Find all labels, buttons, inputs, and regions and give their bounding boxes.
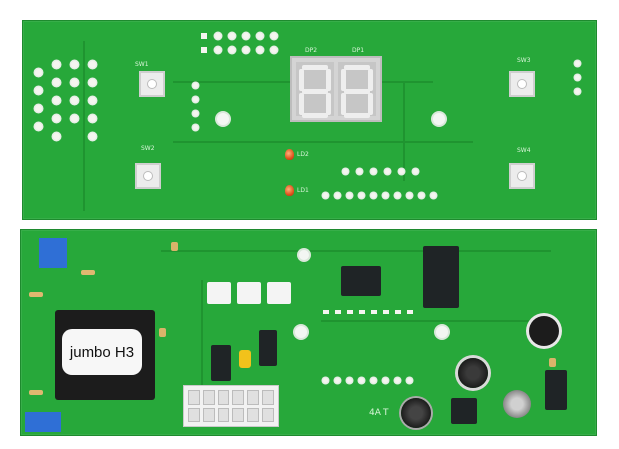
tantalum-capacitor [239,350,251,368]
tact-switch-sw3[interactable] [509,71,535,97]
ceramic-capacitor [549,358,556,367]
wire-connector [183,385,279,427]
switch-label-sw2: SW2 [141,145,155,152]
crystal-oscillator [401,398,431,428]
power-transistor [259,330,277,366]
ceramic-capacitor [171,242,178,251]
diode-bridge [451,398,477,424]
optocoupler [237,282,261,304]
led-ld2 [285,149,294,160]
power-board: jumbo H3 4A T [20,229,597,436]
led-ld1 [285,185,294,196]
fuse-type-label: T [383,408,389,418]
electrolytic-capacitor [458,358,488,388]
display-label-dp1: DP1 [352,47,365,54]
optocoupler [267,282,291,304]
mounting-hole [299,250,309,260]
ic-chip [341,266,381,296]
mounting-hole [436,326,448,338]
switch-label-sw3: SW3 [517,57,531,64]
resistor [81,270,95,275]
fuse-rating-label: 4A [369,408,381,418]
display-digit [296,62,334,118]
voltage-regulator [545,370,567,410]
control-board: DP2 DP1 SW1 SW2 SW3 SW4 LD2 LD1 [22,20,597,220]
ceramic-capacitor [159,328,166,337]
ic-chip [423,246,459,308]
optocoupler [207,282,231,304]
mounting-hole [295,326,307,338]
display-digit [338,62,376,118]
tact-switch-sw2[interactable] [135,163,161,189]
mounting-hole [217,113,229,125]
electrolytic-capacitor [503,390,531,418]
switch-label-sw4: SW4 [517,147,531,154]
mounting-hole [433,113,445,125]
tact-switch-sw1[interactable] [139,71,165,97]
power-transistor [211,345,231,381]
buzzer [529,316,559,346]
resistor [29,390,43,395]
tact-switch-sw4[interactable] [509,163,535,189]
relay-label: jumbo H3 [62,329,142,375]
terminal-block [39,238,67,268]
led-label-ld2: LD2 [297,151,309,158]
resistor [29,292,43,297]
terminal-block [25,412,61,432]
seven-segment-display [290,56,382,122]
switch-label-sw1: SW1 [135,61,149,68]
led-label-ld1: LD1 [297,187,309,194]
display-label-dp2: DP2 [305,47,318,54]
